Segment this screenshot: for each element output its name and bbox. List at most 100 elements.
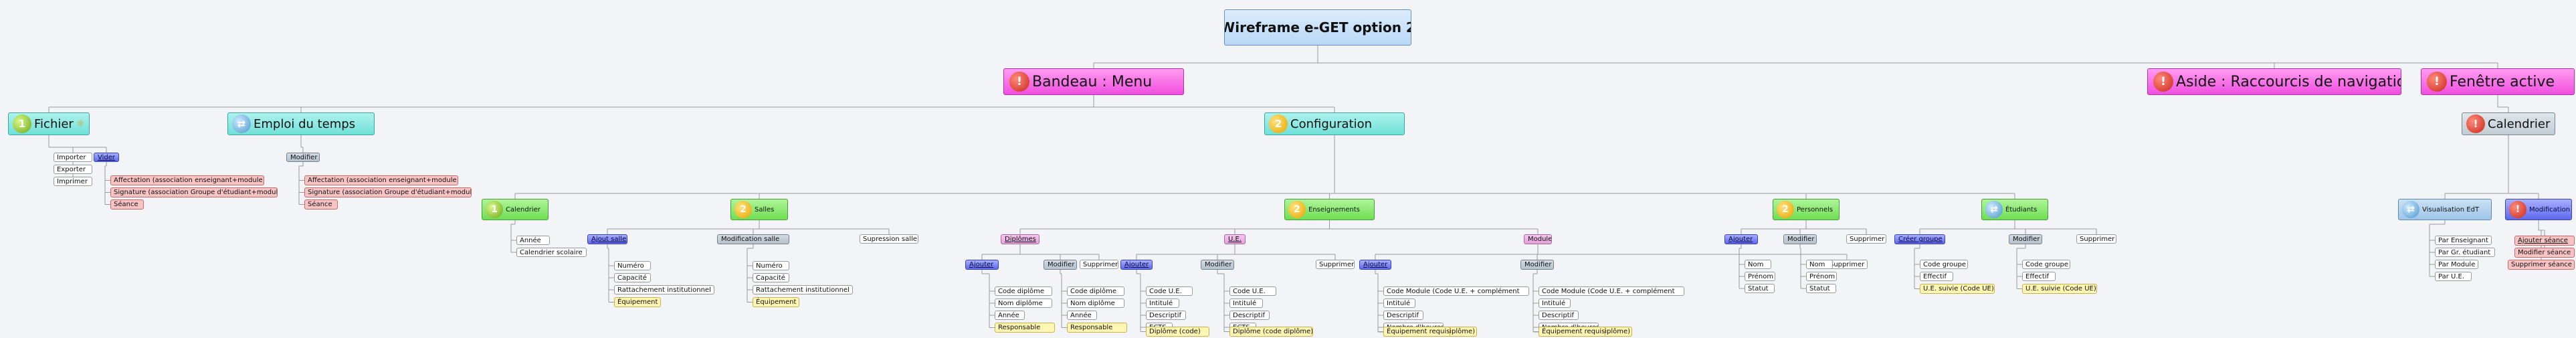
node-label: Calendrier (506, 205, 540, 214)
node-label: Par Module (2438, 260, 2476, 268)
node-label: Ajouter (1124, 261, 1149, 268)
node-m-m2: Intitulé (1539, 299, 1571, 308)
node-label: Modifier (1048, 261, 1075, 268)
node-f-exporter: Exporter (54, 165, 92, 174)
node-t-supp: Supprimer (2076, 234, 2116, 244)
node-t-ajout: Créer groupe (1894, 234, 1945, 244)
node-t-a1: Code groupe (1920, 260, 1968, 269)
node-label: Responsable (1070, 324, 1113, 331)
node-label: Calendrier scolaire (520, 248, 583, 256)
node-label: U.E. suivie (Code UE) (1923, 285, 1994, 292)
node-label: Modification (2529, 205, 2570, 214)
node-label: Année (520, 236, 541, 244)
node-label: Code groupe (2025, 260, 2068, 268)
node-label: Fichier (34, 116, 74, 131)
node-label: Emploi du temps (254, 116, 356, 131)
node-label: Code Module (Code U.E. + complément (1387, 287, 1520, 295)
node-u-a3: Descriptif (1146, 311, 1186, 320)
node-d-a2: Nom diplôme (995, 299, 1052, 308)
node-label: Aside : Raccourcis de navigation (2176, 73, 2401, 90)
node-label: Ajout salle (591, 236, 627, 243)
swap-icon: ⇄ (1985, 201, 2003, 218)
node-label: Séance (114, 201, 138, 208)
node-label: Signature (association Groupe d'étudiant… (114, 189, 278, 196)
node-label: Signature (association Groupe d'étudiant… (308, 189, 472, 196)
node-label: Numéro (617, 262, 644, 270)
node-u-ue: U.E. (1224, 234, 1246, 244)
node-label: Intitulé (1387, 299, 1411, 307)
node-label: Descriptif (1387, 311, 1419, 319)
node-f-v1: Affectation (association enseignant+modu… (110, 175, 264, 185)
node-d-ajout: Ajouter (965, 260, 999, 270)
node-t-a2: Effectif (1920, 272, 1953, 281)
node-u-m3: Descriptif (1229, 311, 1270, 320)
node-label: Prénom (1748, 272, 1774, 280)
node-e-modifier: Modifier (286, 153, 320, 162)
node-p-a3: Statut (1745, 284, 1775, 293)
node-d-supp: Supprimer (1080, 260, 1118, 269)
node-p-m3: Statut (1806, 284, 1836, 293)
node-p-supp: Supprimer (1846, 234, 1886, 244)
node-label: Affectation (association enseignant+modu… (308, 177, 457, 184)
node-p-a1: Nom (1745, 260, 1771, 269)
node-f-v2: Signature (association Groupe d'étudiant… (110, 187, 278, 197)
node-label: Code diplôme (998, 287, 1045, 295)
node-label: Personnels (1797, 205, 1834, 214)
node-label: Par U.E. (2438, 272, 2464, 280)
node-label: Nom (1748, 260, 1764, 268)
node-edt: ⇄Emploi du temps (227, 112, 375, 135)
node-t-m3: U.E. suivie (Code UE) (2022, 284, 2097, 294)
node-w-m2: Modifier séance (2514, 248, 2575, 258)
node-s-modif: Modification salle (717, 234, 789, 244)
node-c-etu: ⇄Étudiants (1981, 199, 2048, 220)
node-u-m1: Code U.E. (1229, 286, 1276, 296)
node-m-m3: Descriptif (1539, 311, 1579, 320)
node-s-m3: Rattachement institutionnel (753, 285, 853, 294)
node-d-a1: Code diplôme (995, 286, 1052, 296)
node-d-m1: Code diplôme (1067, 286, 1124, 296)
node-label: Modifier (1205, 261, 1232, 268)
node-f-importer: Importer (54, 153, 92, 162)
node-m-mod: Module (1524, 234, 1552, 244)
node-s-ajout: Ajout salle (587, 234, 627, 244)
node-root: Wireframe e-GET option 2 (1224, 9, 1411, 46)
node-label: Modifier (1524, 261, 1552, 268)
node-label: Rattachement institutionnel (617, 286, 711, 294)
node-e-m2: Signature (association Groupe d'étudiant… (304, 187, 472, 197)
node-w-m1: Ajouter séance (2514, 236, 2575, 246)
node-m-a1: Code Module (Code U.E. + complément (1383, 286, 1529, 296)
alert-icon: ! (2153, 72, 2173, 92)
node-label: U.E. suivie (Code UE) (2025, 285, 2096, 292)
node-m-a2: Intitulé (1383, 299, 1415, 308)
node-label: Supprimer (1319, 260, 1355, 268)
node-label: Descriptif (1233, 311, 1266, 319)
alert-icon: ! (2466, 114, 2485, 133)
node-label: Ajouter (1728, 236, 1753, 243)
node-s-a2: Capacité (614, 273, 651, 282)
node-label: Imprimer (57, 177, 88, 185)
node-label: Numéro (756, 262, 783, 270)
node-s-a1: Numéro (614, 261, 651, 270)
node-d-m2: Nom diplôme (1067, 299, 1124, 308)
node-m-a3: Descriptif (1383, 311, 1423, 320)
node-u-a1: Code U.E. (1146, 286, 1193, 296)
node-w-v4: Par U.E. (2435, 272, 2472, 281)
node-m-m1: Code Module (Code U.E. + complément (1539, 286, 1684, 296)
node-p-a2: Prénom (1745, 272, 1775, 281)
node-d-m4: Responsable (1067, 323, 1127, 333)
node-label: Prénom (1809, 272, 1836, 280)
node-f-v3: Séance (110, 199, 144, 209)
node-label: Visualisation EdT (2422, 205, 2480, 214)
node-label: Diplôme (code diplôme) (1233, 328, 1313, 335)
alert-icon: ! (2509, 201, 2527, 218)
node-e-m3: Séance (304, 199, 338, 209)
number-icon: 1 (13, 114, 31, 133)
node-label: U.E. (1228, 236, 1242, 243)
node-d-m3: Année (1067, 311, 1097, 320)
node-p-m1: Nom (1806, 260, 1833, 269)
node-f-imprimer: Imprimer (54, 177, 92, 186)
node-label: Effectif (2025, 272, 2050, 280)
